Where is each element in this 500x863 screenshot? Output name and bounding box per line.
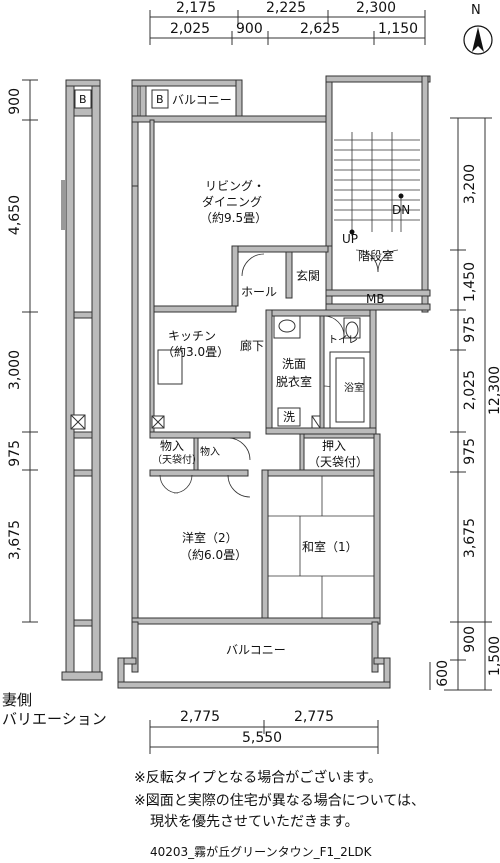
dim-left-1: 900 [7, 88, 23, 115]
dim-right-total: 12,300 [487, 366, 500, 415]
note-3: 現状を優先させていただきます。 [150, 814, 359, 830]
main-walls [117, 75, 431, 689]
corridor-label: 廊下 [240, 339, 265, 353]
dim-left-5: 3,675 [7, 520, 23, 561]
dim-top-2-3: 2,625 [300, 21, 341, 37]
side-label-1: 妻側 [2, 691, 33, 709]
dim-right-5: 975 [462, 438, 478, 465]
dim-right-7: 900 [462, 626, 478, 653]
dim-top-2-4: 1,150 [378, 21, 419, 37]
closet-label-1: 押入 [322, 439, 347, 453]
north-compass-icon [463, 25, 493, 55]
dim-top-1-1: 2,175 [176, 0, 217, 16]
storage1-label-2: （天袋付） [152, 455, 202, 466]
dim-left-4: 975 [7, 440, 23, 467]
dim-right-balcony: 1,500 [487, 636, 500, 677]
tatami-mats [268, 476, 374, 618]
dim-right-3: 975 [462, 316, 478, 343]
kitchen-label-1: キッチン [168, 329, 217, 343]
dim-bottom-1: 2,775 [180, 709, 221, 725]
stairwell-label: 階段室 [358, 249, 395, 263]
dim-bottom-total: 5,550 [242, 730, 283, 746]
living-label-3: （約9.5畳） [200, 211, 268, 225]
washroom-label-2: 脱衣室 [276, 375, 313, 389]
dim-top-2-1: 2,025 [170, 21, 211, 37]
dim-right-1: 3,200 [462, 164, 478, 205]
entrance-label: 玄関 [296, 269, 321, 283]
washer-label: 洗 [283, 410, 296, 424]
kitchen-label-2: （約3.0畳） [162, 345, 230, 359]
living-label-1: リビング・ [205, 179, 266, 193]
stairs-dn-label: DN [392, 203, 411, 217]
western-room-label-1: 洋室（2） [182, 531, 238, 545]
note-1: ※反転タイプとなる場合がございます。 [134, 770, 382, 786]
b-box-label-2: B [156, 93, 164, 106]
staircase [334, 132, 420, 273]
side-variation-strip [61, 79, 103, 681]
fixtures [151, 315, 371, 429]
balcony-top-label: バルコニー [172, 93, 232, 107]
living-label-2: ダイニング [202, 195, 263, 209]
balcony-bottom-label: バルコニー [226, 643, 286, 657]
dim-right-6: 3,675 [462, 518, 478, 559]
note-2: ※図面と実際の住宅が異なる場合については、 [134, 793, 426, 809]
dim-bottom-2: 2,775 [294, 709, 335, 725]
dim-top-2-2: 900 [236, 21, 263, 37]
storage1-label-1: 物入 [160, 439, 185, 453]
dim-right-bottom: 600 [435, 660, 451, 687]
washroom-label-1: 洗面 [282, 357, 307, 371]
b-box-label-1: B [79, 93, 87, 106]
bath-label: 浴室 [344, 383, 364, 394]
dim-top-1-2: 2,225 [266, 0, 307, 16]
dim-left-2: 4,650 [7, 195, 23, 236]
dim-top-1-3: 2,300 [356, 0, 397, 16]
storage2-label: 物入 [200, 447, 220, 458]
dim-right-4: 2,025 [462, 370, 478, 411]
compass-label: N [471, 3, 481, 18]
side-label-2: バリエーション [2, 710, 107, 728]
dim-left-3: 3,000 [7, 350, 23, 391]
mb-label: MB [366, 292, 385, 306]
dim-right-2: 1,450 [462, 262, 478, 303]
toilet-label: トイレ [328, 335, 358, 346]
footer-filename: 40203_霧が丘グリーンタウン_F1_2LDK [150, 845, 372, 859]
closet-label-2: （天袋付） [308, 455, 369, 469]
western-room-label-2: （約6.0畳） [180, 548, 248, 562]
hall-label: ホール [241, 285, 278, 299]
stairs-up-label: UP [342, 232, 359, 246]
japanese-room-label: 和室（1） [302, 540, 358, 554]
